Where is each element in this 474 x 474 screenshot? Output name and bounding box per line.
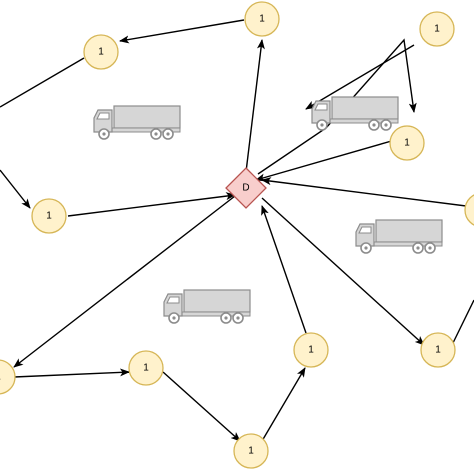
route-edge-offscreen-to-c3 [0,169,31,209]
customer-circle [31,198,67,234]
customer-label: 1 [434,24,440,35]
route-polylines [0,19,474,346]
customer-circle [389,125,425,161]
customer-circle [419,11,455,47]
customer-node-c9[interactable]: 1 [293,332,329,368]
customer-node-c3[interactable]: 1 [31,198,67,234]
route-edge-c9-to-depot [261,205,307,334]
customer-label: 1 [404,138,410,149]
customer-label: 1 [46,211,52,222]
customer-circle [233,433,269,469]
route-edge-c11-to-depot [261,177,474,208]
customer-label: 1 [98,47,104,58]
customer-circle [83,34,119,70]
route-edge-c7-to-c8 [162,371,241,442]
truck-icon-top-right [311,96,399,131]
customer-circle [293,332,329,368]
route-edge-c8-to-c9 [261,367,306,442]
customer-node-c5[interactable]: 1 [419,11,455,47]
route-edge-depot-to-c1 [245,39,265,173]
customer-node-c7[interactable]: 1 [128,350,164,386]
customer-label: 1 [308,345,314,356]
customer-circle [128,350,164,386]
customer-circle [420,332,456,368]
customer-circle [0,359,16,395]
route-edge-c5-to-c4 [305,44,415,110]
truck-icons [93,96,443,324]
route-edge-depot-to-c4-back [257,38,417,175]
customer-node-c4[interactable]: 1 [389,125,425,161]
route-edge-c3-to-depot [67,192,236,217]
route-edge-c10-to-offscreen [451,299,474,346]
route-edge-depot-to-c10 [261,197,425,346]
customer-node-c6[interactable]: 1 [0,359,16,395]
route-edge-c2-to-offscreen [0,57,85,108]
customer-node-c10[interactable]: 1 [420,332,456,368]
customer-circle [244,1,280,37]
truck-icon-top-left [93,105,181,140]
route-edge-c1-to-c2 [119,19,245,44]
route-edges [13,39,474,442]
customer-label: 1 [259,14,265,25]
depot-label: D [242,183,249,194]
depot-node[interactable]: D [225,167,267,209]
truck-icon-bottom [163,289,251,324]
customer-label: 1 [0,372,1,383]
customer-node-c8[interactable]: 1 [233,433,269,469]
route-edge-c4-to-depot [255,139,396,182]
customer-label: 1 [435,345,441,356]
customer-label: 1 [143,363,149,374]
customer-node-c1[interactable]: 1 [244,1,280,37]
truck-icon-right [355,219,443,254]
customer-label: 1 [248,446,254,457]
route-edge-depot-to-c7 [13,368,130,378]
customer-node-c11[interactable]: 1 [464,193,474,227]
customer-node-c2[interactable]: 1 [83,34,119,70]
customer-circle [464,194,474,226]
route-edge-depot-to-c6 [13,195,236,368]
depot-diamond [225,167,267,209]
